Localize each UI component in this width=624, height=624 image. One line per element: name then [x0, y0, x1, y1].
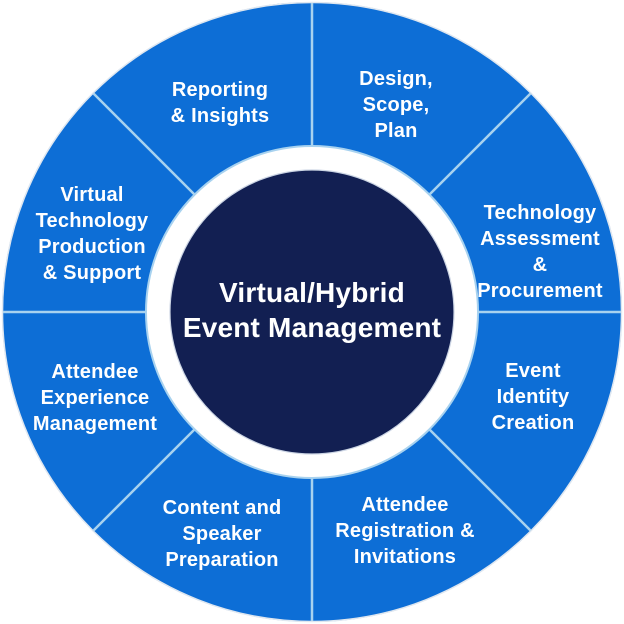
segment-divider-top-right — [428, 92, 532, 196]
segment-label-design-scope-plan: Design, Scope, Plan — [359, 68, 433, 142]
segment-label-content-speaker-preparation: Content and Speaker Preparation — [162, 497, 282, 571]
center-circle — [169, 169, 455, 455]
segment-label-virtual-technology-production-support: Virtual Technology Production & Support — [35, 184, 149, 284]
segment-label-technology-assessment-procurement: Technology Assessment & Procurement — [477, 202, 603, 302]
segment-label-attendee-experience-management: Attendee Experience Management — [32, 361, 158, 435]
segment-divider-bottom-left — [92, 428, 196, 532]
segment-label-attendee-registration-invitations: Attendee Registration & Invitations — [335, 494, 475, 568]
segment-label-reporting-insights: Reporting & Insights — [170, 79, 270, 127]
center-title: Virtual/Hybrid Event Management — [182, 277, 442, 343]
segment-divider-bottom-right — [428, 428, 532, 532]
segment-divider-top-left — [92, 92, 196, 196]
segment-label-event-identity-creation: Event Identity Creation — [491, 360, 575, 434]
